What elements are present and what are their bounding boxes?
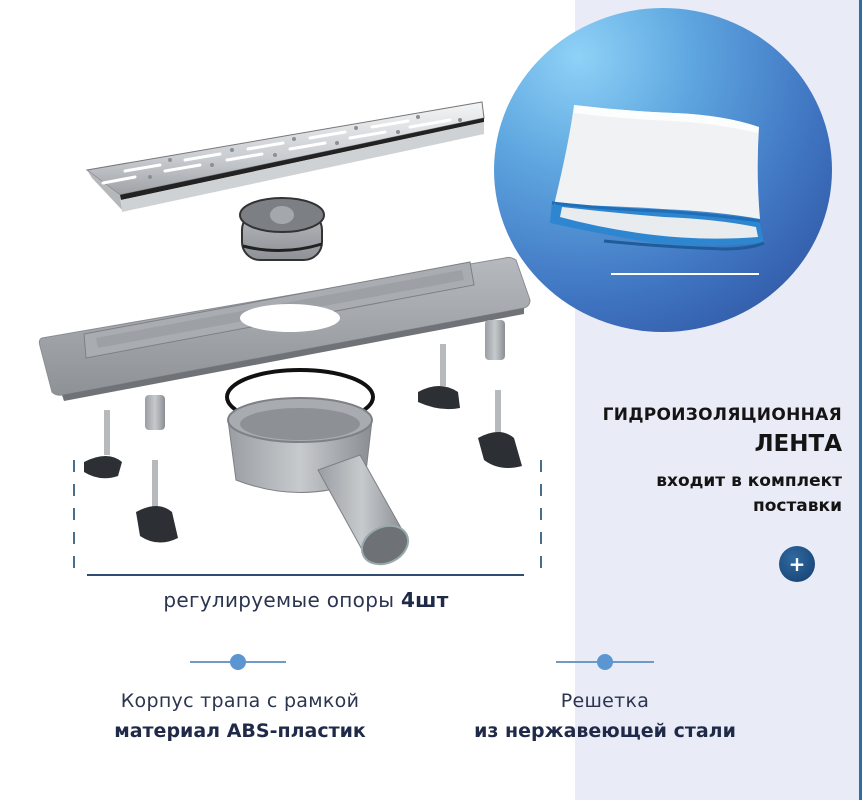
- feature-body-detail: материал ABS-пластик: [114, 720, 366, 742]
- feature-grate-detail: из нержавеющей стали: [474, 720, 736, 742]
- expand-plus-button[interactable]: +: [779, 546, 815, 582]
- right-edge-border: [859, 0, 862, 800]
- feature-dot-1: [230, 654, 246, 670]
- siphon-body: [227, 397, 410, 566]
- drain-exploded-view-image: [38, 101, 531, 566]
- feature-grate: Решетка из нержавеющей стали: [405, 690, 805, 742]
- feature-grate-title: Решетка: [560, 690, 650, 712]
- stainless-grate: [85, 101, 485, 212]
- feature-body: Корпус трапа с рамкой материал ABS-пласт…: [40, 690, 440, 742]
- supports-count: 4шт: [400, 588, 449, 612]
- tape-callout-text: ГИДРОИЗОЛЯЦИОННАЯ ЛЕНТА входит в комплек…: [603, 405, 842, 519]
- feature-body-title: Корпус трапа с рамкой: [120, 690, 360, 712]
- tape-subtitle-line2: поставки: [752, 496, 842, 516]
- tape-title-line1: ГИДРОИЗОЛЯЦИОННАЯ: [602, 405, 842, 425]
- adjustable-legs: [84, 344, 522, 543]
- odor-trap-insert: [239, 197, 325, 261]
- plus-icon: +: [788, 552, 806, 576]
- circle-underline: [611, 273, 759, 275]
- tape-title-line2: ЛЕНТА: [754, 431, 842, 457]
- waterproof-tape-image: [550, 105, 765, 251]
- dimension-bracket-left: [73, 460, 75, 600]
- drain-frame-body: [38, 256, 531, 430]
- feature-dot-2: [597, 654, 613, 670]
- tape-subtitle-line1: входит в комплект: [656, 471, 842, 491]
- tape-image-circle: [494, 8, 832, 332]
- supports-label: регулируемые опоры: [163, 588, 401, 612]
- supports-caption: регулируемые опоры 4шт: [0, 588, 612, 612]
- dimension-bracket-right: [540, 460, 542, 600]
- dimension-line: [87, 574, 524, 576]
